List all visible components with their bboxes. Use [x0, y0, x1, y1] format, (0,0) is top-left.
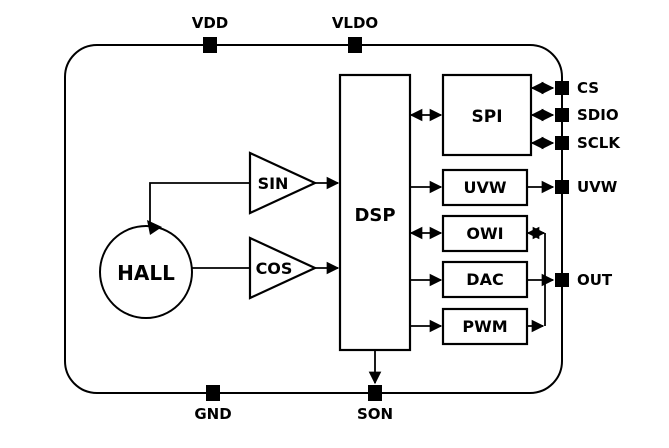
dsp-block: DSP [338, 73, 412, 352]
spi-label: SPI [471, 107, 502, 127]
uvw-pad [555, 180, 569, 194]
dac-rect [441, 260, 529, 299]
vdd-pin-label: VDD [192, 14, 229, 32]
chip-outline [64, 44, 563, 394]
uvw-rect [441, 168, 529, 207]
sin-label: SIN [258, 174, 289, 193]
vdd-pad [203, 37, 217, 53]
uvw-label: UVW [463, 178, 506, 197]
dac-block: DAC [441, 260, 529, 299]
sin-amplifier-block: SIN [248, 151, 318, 215]
pin-out: OUT [555, 271, 613, 289]
dsp-rect [338, 73, 412, 352]
pin-uvw: UVW [555, 178, 618, 196]
pin-cs: CS [555, 79, 599, 97]
pin-son: SON [357, 385, 393, 423]
vldo-pin-label: VLDO [332, 14, 378, 32]
pin-sdio: SDIO [555, 106, 619, 124]
owi-label: OWI [466, 224, 503, 243]
sclk-pad [555, 136, 569, 150]
pin-sclk: SCLK [555, 134, 621, 152]
cs-pad [555, 81, 569, 95]
dac-label: DAC [466, 270, 503, 289]
sdio-pin-label: SDIO [577, 106, 619, 124]
cos-label: COS [256, 259, 293, 278]
son-pad [368, 385, 382, 401]
dsp-label: DSP [354, 205, 395, 226]
pwm-label: PWM [462, 317, 507, 336]
hall-label: HALL [117, 261, 175, 285]
uvw-pin-label: UVW [577, 178, 618, 196]
spi-rect [441, 73, 533, 157]
sdio-pad [555, 108, 569, 122]
pin-gnd: GND [194, 385, 232, 423]
owi-block: OWI [441, 214, 529, 253]
cos-amplifier-block: COS [248, 236, 318, 300]
spi-block: SPI [441, 73, 533, 157]
wire-hall-to-sin [149, 182, 250, 227]
pwm-block: PWM [441, 307, 529, 346]
vldo-pad [348, 37, 362, 53]
son-pin-label: SON [357, 405, 393, 423]
out-pin-label: OUT [577, 271, 613, 289]
sclk-pin-label: SCLK [577, 134, 621, 152]
cs-pin-label: CS [577, 79, 599, 97]
hall-circle [99, 225, 193, 319]
hall-sensor-block: HALL [99, 220, 193, 319]
owi-rect [441, 214, 529, 253]
gnd-pad [206, 385, 220, 401]
pin-vldo: VLDO [332, 14, 378, 53]
pwm-rect [441, 307, 529, 346]
gnd-pin-label: GND [194, 405, 231, 423]
uvw-block: UVW [441, 168, 529, 207]
pin-vdd: VDD [192, 14, 229, 53]
out-pad [555, 273, 569, 287]
